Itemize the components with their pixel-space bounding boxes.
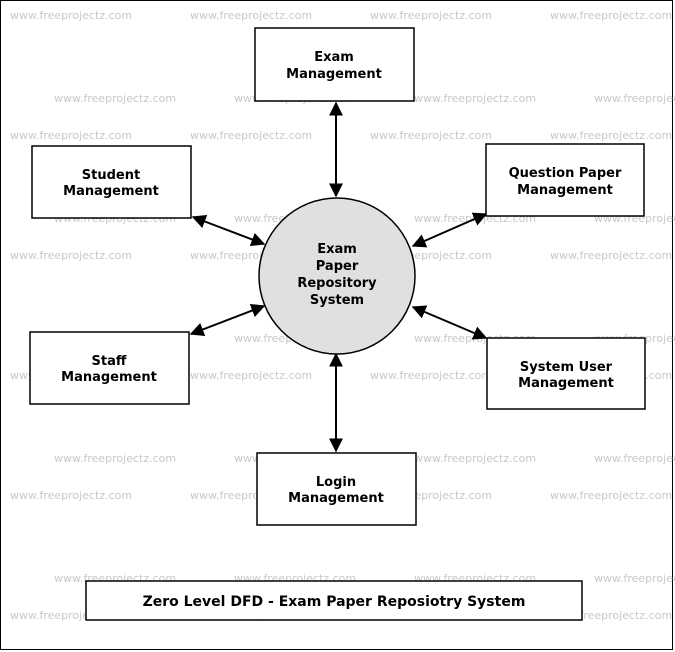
watermark-text: www.freeprojectz.com: [594, 452, 675, 465]
entity-system-user-management: System User Management: [486, 337, 646, 410]
watermark-text: www.freeprojectz.com: [594, 572, 675, 585]
entity-student-management: Student Management: [31, 145, 192, 219]
entity-line-1: Exam: [314, 50, 354, 65]
watermark-text: www.freeprojectz.com: [54, 92, 176, 105]
watermark-text: www.freeprojectz.com: [370, 369, 492, 382]
flow-student: [191, 214, 266, 247]
flow-question-paper: [411, 212, 488, 248]
entity-line-2: Management: [63, 184, 159, 199]
entity-staff-management: Staff Management: [29, 331, 190, 405]
entity-line-1: Student: [82, 168, 140, 183]
process-exam-paper-repository: Exam Paper Repository System: [258, 197, 416, 355]
entity-line-1: Question Paper: [509, 166, 622, 181]
process-line-2: Paper: [316, 259, 359, 274]
entity-line-2: Management: [518, 376, 614, 391]
watermark-text: www.freeprojectz.com: [370, 9, 492, 22]
entity-box: [31, 145, 192, 219]
watermark-text: www.freeprojectz.com: [594, 92, 675, 105]
entity-line-1: Login: [316, 475, 356, 490]
flow-system-user: [411, 305, 488, 340]
entity-line-1: System User: [520, 360, 613, 375]
entity-line-2: Management: [61, 370, 157, 385]
watermark-text: www.freeprojectz.com: [10, 9, 132, 22]
watermark-text: www.freeprojectz.com: [190, 129, 312, 142]
caption-box: [85, 580, 583, 621]
entity-line-2: Management: [288, 491, 384, 506]
watermark-text: www.freeprojectz.com: [54, 452, 176, 465]
watermark-text: www.freeprojectz.com: [414, 92, 536, 105]
watermark-text: www.freeprojectz.com: [190, 369, 312, 382]
process-line-1: Exam: [317, 242, 357, 257]
entity-box: [29, 331, 190, 405]
entity-line-2: Management: [517, 183, 613, 198]
process-line-4: System: [310, 293, 364, 308]
entity-box: [254, 27, 415, 102]
watermark-text: www.freeprojectz.com: [370, 129, 492, 142]
watermark-text: www.freeprojectz.com: [550, 249, 672, 262]
caption-text: Zero Level DFD - Exam Paper Reposiotry S…: [143, 594, 526, 610]
diagram-caption: Zero Level DFD - Exam Paper Reposiotry S…: [85, 580, 583, 621]
entity-box: [485, 143, 645, 217]
entity-login-management: Login Management: [256, 452, 417, 526]
watermark-text: www.freeprojectz.com: [10, 489, 132, 502]
watermark-text: www.freeprojectz.com: [550, 9, 672, 22]
watermark-text: www.freeprojectz.com: [190, 9, 312, 22]
watermark-text: www.freeprojectz.com: [414, 452, 536, 465]
entity-line-2: Management: [286, 67, 382, 82]
entity-exam-management: Exam Management: [254, 27, 415, 102]
watermark-text: www.freeprojectz.com: [550, 489, 672, 502]
entity-line-1: Staff: [92, 354, 127, 369]
entity-box: [486, 337, 646, 410]
entity-question-paper-management: Question Paper Management: [485, 143, 645, 217]
watermark-text: www.freeprojectz.com: [550, 129, 672, 142]
flow-staff: [189, 303, 266, 337]
process-line-3: Repository: [297, 276, 377, 291]
watermark-text: www.freeprojectz.com: [10, 129, 132, 142]
watermark-text: www.freeprojectz.com: [10, 249, 132, 262]
entity-box: [256, 452, 417, 526]
process-circle: [258, 197, 416, 355]
